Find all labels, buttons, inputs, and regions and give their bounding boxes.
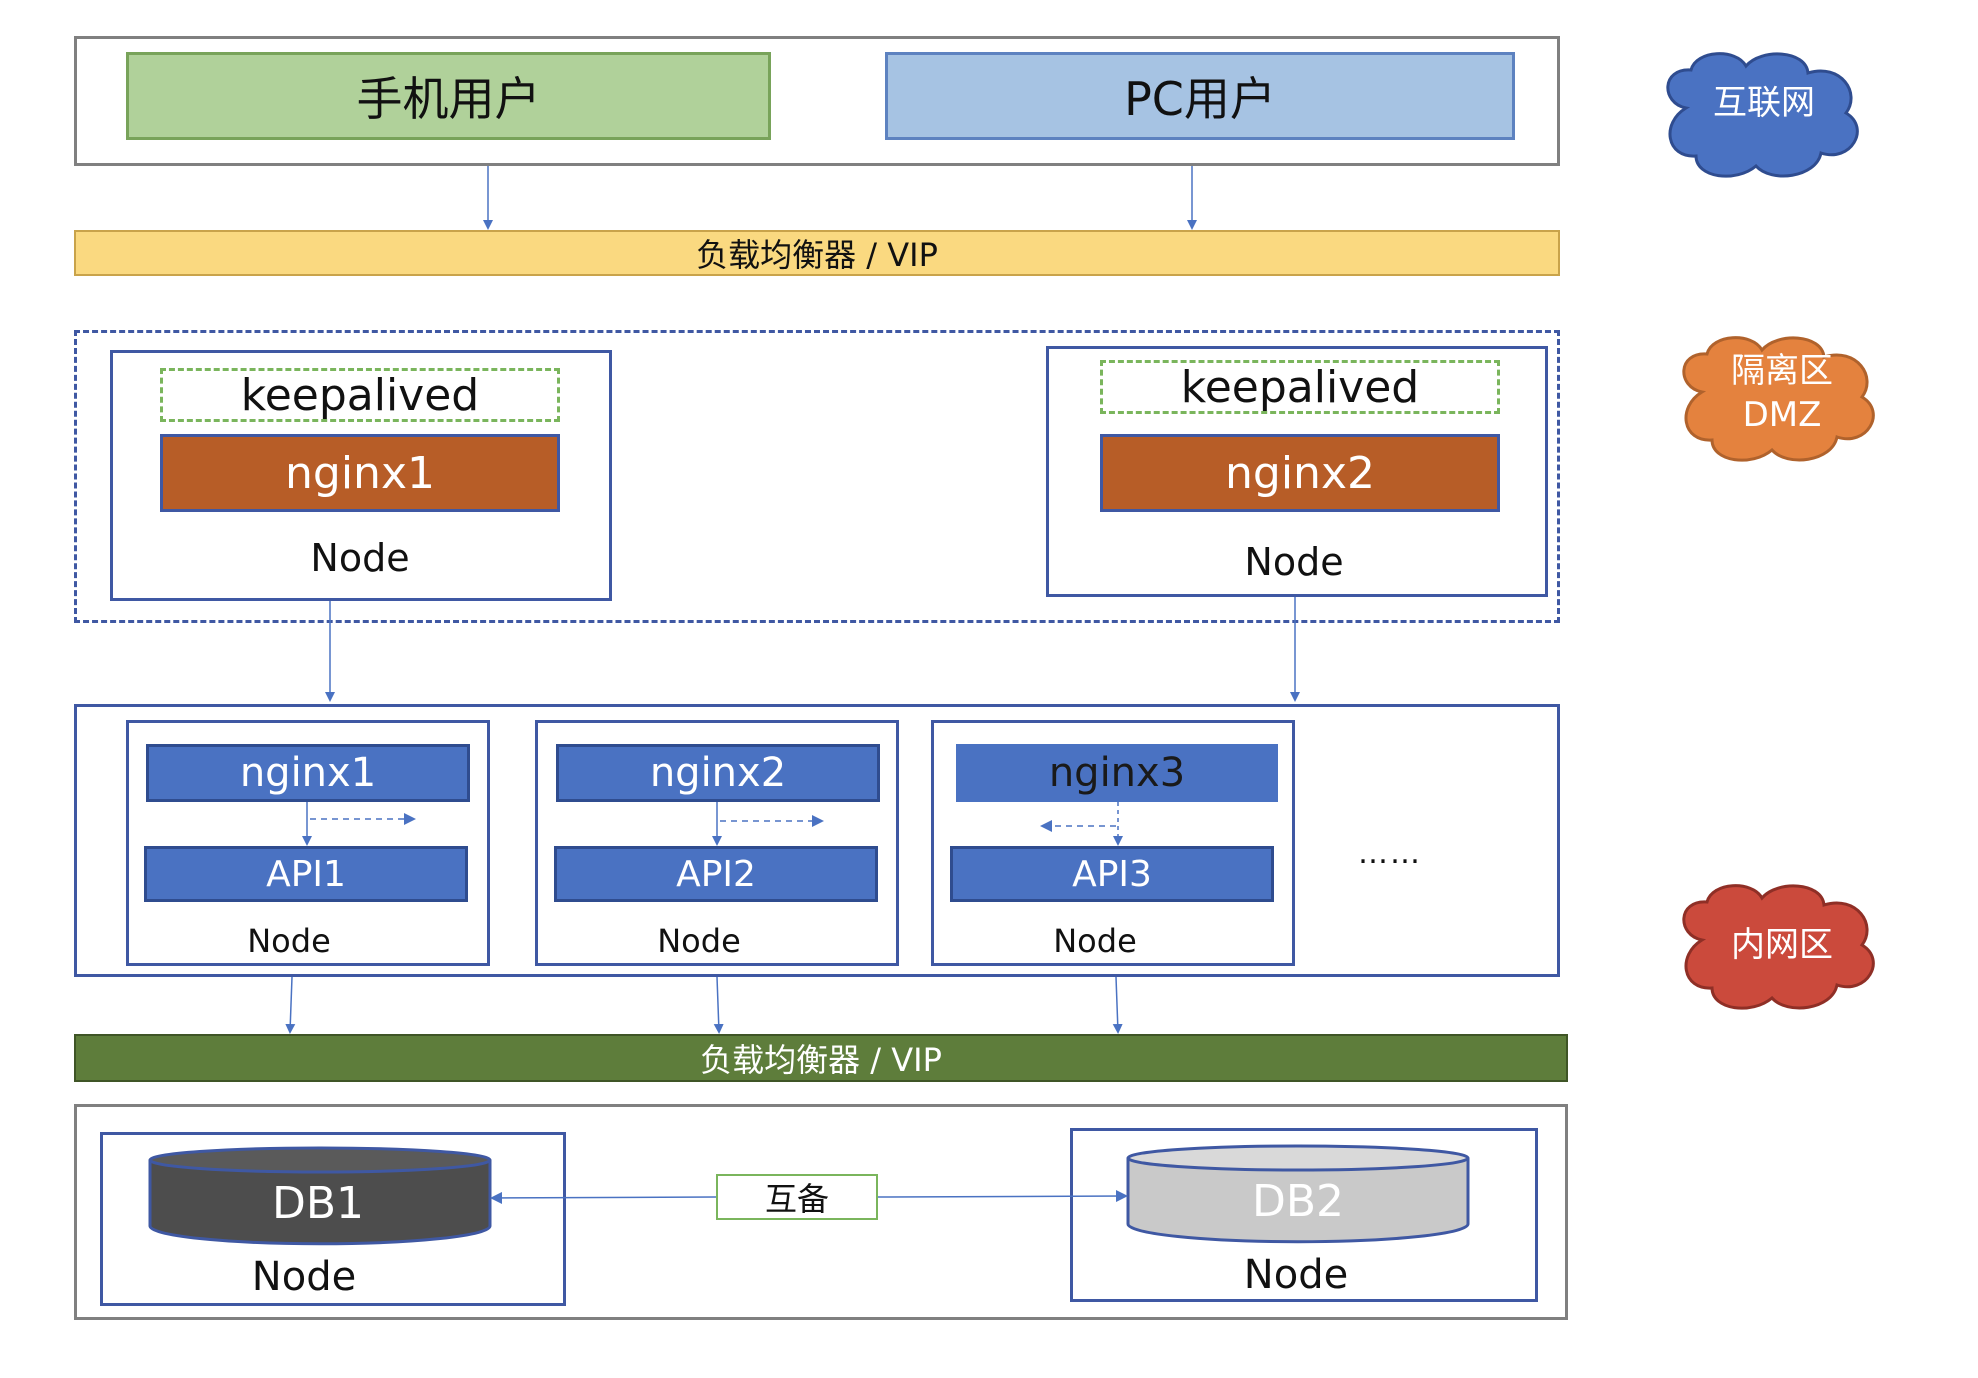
arrow-backup-to-db1 [490, 1191, 717, 1204]
db2-cylinder [1126, 1144, 1470, 1244]
mutual-backup-label: 互备 [764, 1180, 829, 1218]
dmz-node-1-label: Node [310, 536, 410, 580]
pc-user-label: PC用户 [1124, 72, 1276, 126]
mutual-backup-box: 互备 [716, 1174, 878, 1220]
api3-label: API3 [1072, 853, 1152, 895]
db-node-2-label: Node [1243, 1252, 1349, 1298]
dmz-label-line2: DMZ [1743, 395, 1822, 435]
keepalived-label-1: keepalived [240, 369, 480, 421]
bottom-load-balancer-label: 负载均衡器 / VIP [700, 1041, 942, 1079]
api3-box[interactable]: API3 [950, 846, 1274, 902]
internal-node-1-label: Node [247, 922, 331, 960]
api1-label: API1 [266, 853, 346, 895]
arrow-node2-to-lb [713, 976, 724, 1034]
bottom-load-balancer[interactable]: 负载均衡器 / VIP [74, 1034, 1568, 1082]
internet-label: 互联网 [1713, 83, 1815, 123]
pc-user-box[interactable]: PC用户 [885, 52, 1515, 140]
dmz-nginx2-label: nginx2 [1225, 447, 1375, 499]
internal-nginx3-box[interactable]: nginx3 [956, 744, 1278, 802]
internal-nginx3-label: nginx3 [1048, 750, 1186, 796]
api2-box[interactable]: API2 [554, 846, 878, 902]
dmz-label-line1: 隔离区 [1731, 351, 1833, 391]
arrow-backup-to-db2 [877, 1190, 1128, 1203]
intranet-label: 内网区 [1731, 925, 1833, 965]
db1-label: DB1 [272, 1178, 364, 1229]
internet-cloud [1666, 52, 1859, 178]
keepalived-label-2: keepalived [1180, 361, 1420, 413]
internal-nginx2-box[interactable]: nginx2 [556, 744, 880, 802]
keepalived-box-2: keepalived [1100, 360, 1500, 414]
db1-cylinder [148, 1146, 492, 1246]
internal-node-2-label: Node [657, 922, 741, 960]
db2-label: DB2 [1252, 1176, 1344, 1227]
dmz-zone-border [74, 330, 1560, 623]
arrow-node3-to-lb [1112, 976, 1123, 1034]
internal-nginx1-box[interactable]: nginx1 [146, 744, 470, 802]
mobile-user-box[interactable]: 手机用户 [126, 52, 771, 140]
arrow-node1-to-lb [285, 976, 296, 1034]
more-nodes-ellipsis: …… [1358, 836, 1422, 871]
db-node-1-label: Node [251, 1254, 357, 1300]
dmz-nginx1-label: nginx1 [285, 447, 435, 499]
api2-label: API2 [676, 853, 756, 895]
internal-nginx2-label: nginx2 [649, 750, 787, 796]
top-load-balancer[interactable]: 负载均衡器 / VIP [74, 230, 1560, 276]
keepalived-box-1: keepalived [160, 368, 560, 422]
dmz-nginx2-box[interactable]: nginx2 [1100, 434, 1500, 512]
dmz-nginx1-box[interactable]: nginx1 [160, 434, 560, 512]
internal-node-3-label: Node [1053, 922, 1137, 960]
intranet-cloud [1682, 884, 1875, 1010]
dmz-cloud [1682, 336, 1875, 462]
mobile-user-label: 手机用户 [356, 72, 541, 126]
top-load-balancer-label: 负载均衡器 / VIP [696, 236, 938, 274]
internal-nginx1-label: nginx1 [239, 750, 377, 796]
dmz-node-2-label: Node [1244, 540, 1344, 584]
api1-box[interactable]: API1 [144, 846, 468, 902]
